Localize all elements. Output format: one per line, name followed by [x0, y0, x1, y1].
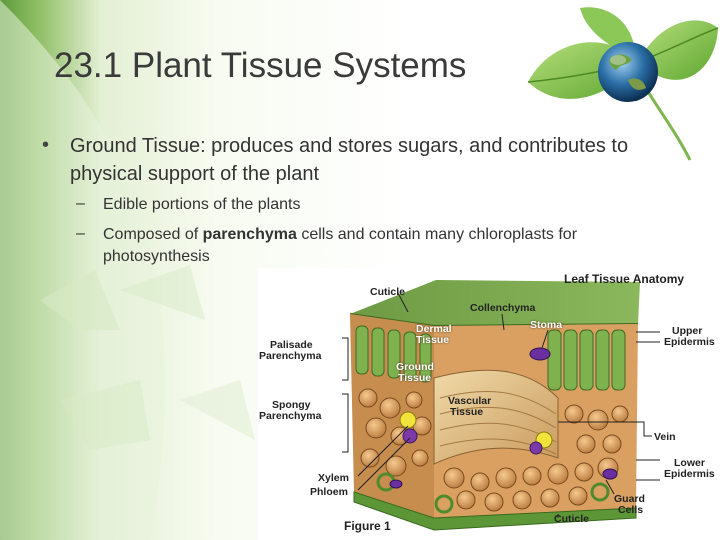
label-upper: Upper [672, 325, 703, 337]
leaf-cross-section-illustration [342, 280, 660, 531]
label-guard-cells: Cells [618, 504, 644, 516]
label-dermal: Dermal [416, 323, 452, 335]
label-ground-tissue: Tissue [398, 372, 432, 384]
sub-bullet-text-after: cells and contain many chloroplasts for … [103, 226, 578, 265]
label-vascular: Vascular [448, 395, 492, 407]
parenchyma-term: parenchyma [202, 226, 297, 243]
leaf-anatomy-figure: Leaf Tissue Anatomy Cuticle Collenchyma … [258, 268, 720, 540]
label-dermal-tissue: Tissue [416, 334, 450, 346]
label-stoma: Stoma [530, 319, 563, 331]
figure-caption: Figure 1 [344, 519, 391, 533]
sub-bullet-marker: – [76, 195, 85, 212]
label-vein: Vein [654, 431, 676, 443]
sub-bullet-text-before: Composed of [103, 226, 203, 243]
label-vascular-tissue: Tissue [450, 406, 484, 418]
sub-bullet-parenchyma: Composed of parenchyma cells and contain… [103, 224, 688, 268]
figure-title: Leaf Tissue Anatomy [564, 272, 685, 286]
label-spongy: Spongy [272, 399, 311, 411]
label-palisade: Palisade [270, 339, 313, 351]
leaf-globe-icon [527, 7, 719, 161]
label-collenchyma: Collenchyma [470, 302, 536, 314]
label-ground: Ground [396, 361, 434, 373]
slide-title: 23.1 Plant Tissue Systems [54, 46, 467, 85]
bullet-marker: • [42, 134, 50, 156]
label-palisade-parenchyma: Parenchyma [259, 350, 322, 362]
label-phloem: Phloem [310, 486, 348, 498]
label-cuticle-top: Cuticle [370, 286, 406, 298]
sub-bullet-edible: Edible portions of the plants [103, 196, 301, 213]
label-lower: Lower [674, 457, 705, 469]
label-cuticle-bottom: Cuticle [554, 513, 590, 525]
bullet-ground-tissue: Ground Tissue: produces and stores sugar… [70, 135, 629, 185]
sub-bullet-marker: – [76, 225, 85, 242]
label-guard: Guard [614, 493, 645, 505]
label-xylem: Xylem [318, 472, 349, 484]
label-spongy-parenchyma: Parenchyma [259, 410, 322, 422]
label-upper-epidermis: Epidermis [664, 336, 715, 348]
label-lower-epidermis: Epidermis [664, 468, 715, 480]
